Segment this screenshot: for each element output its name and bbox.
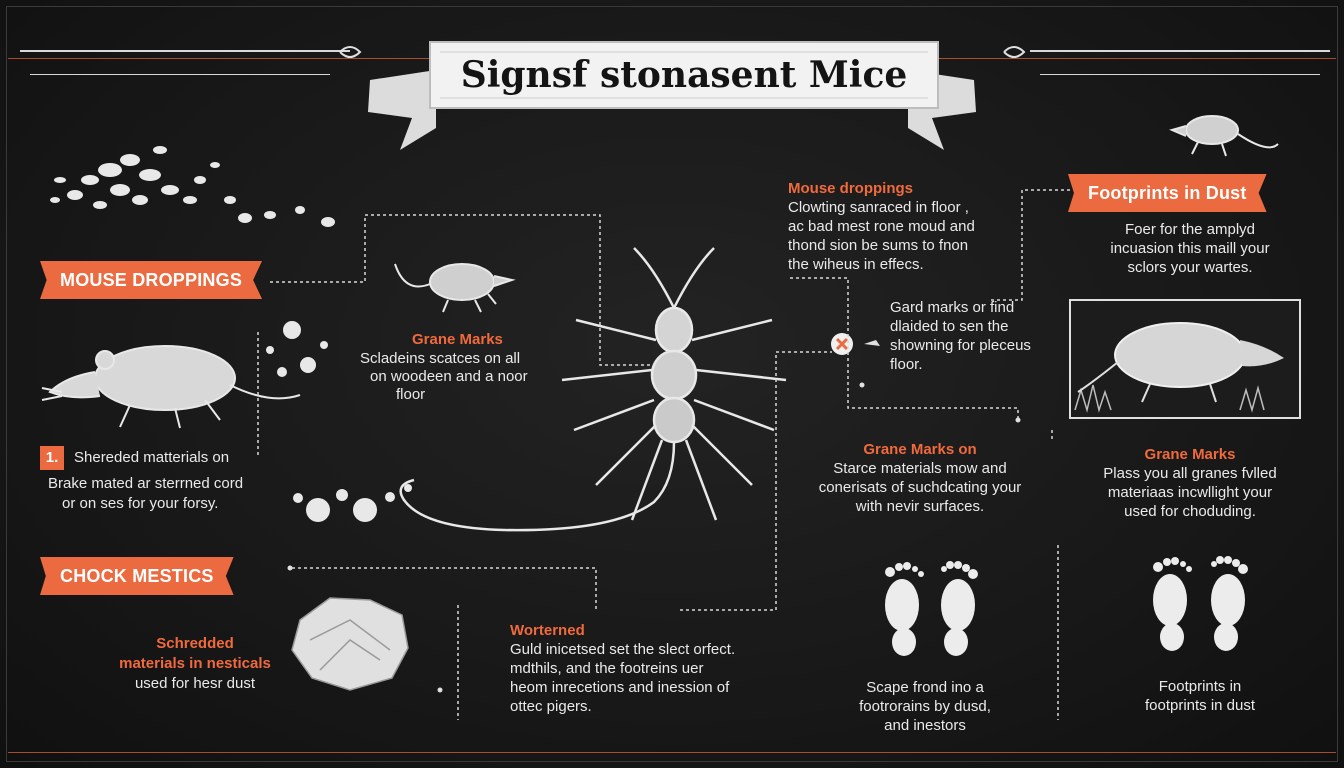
left-bottom-heading1: Schredded (156, 635, 234, 652)
worterned-heading: Worterned (510, 622, 585, 639)
flourish-icon (339, 46, 1026, 58)
footprints-icon (885, 561, 978, 656)
scape-line2: footrorains by dusd, (859, 698, 991, 715)
grane-left-heading: Grane Marks (412, 331, 503, 348)
grane-on-line2: conerisats of suchdcating your (818, 479, 1022, 496)
bottom-orange-rule (8, 752, 1336, 753)
step-badge: 1. (40, 446, 64, 470)
top-right-rule-2 (1040, 74, 1320, 75)
mouse-droppings-right-line4: the wiheus in effecs. (788, 256, 924, 273)
top-right-rule (1030, 50, 1330, 52)
grane-right-line3: used for choduding. (1124, 503, 1256, 520)
title-banner (368, 41, 976, 150)
shredded-line1: Shereded matterials on (74, 449, 230, 466)
grane-left-line1: Scladeins scatces on all (360, 350, 521, 367)
top-left-rule-2 (30, 74, 330, 75)
grane-on-line3: with nevir surfaces. (855, 498, 985, 515)
grane-right-line2: materiaas incwllight your (1107, 484, 1273, 501)
paper-ball-icon (291, 597, 409, 691)
mouse-running-icon-right (1169, 115, 1279, 157)
scape-line1: Scape frond ino a (866, 679, 984, 696)
left-bottom-body: used for hesr dust (134, 675, 256, 692)
rat-icon (41, 345, 301, 429)
gard-line3: showning for pleceus (890, 337, 1031, 354)
mouse-running-icon (394, 263, 516, 313)
x-mark-icon (831, 333, 880, 355)
grane-left-line2: on woodeen and a noor (370, 368, 528, 385)
tag-footprints-in-dust: Footprints in Dust (1068, 174, 1267, 212)
mouse-droppings-right-line3: thond sion be sums to fnon (788, 237, 969, 254)
rat-framed-icon (1069, 299, 1301, 419)
worterned-line3: heom inrecetions and inession of (510, 679, 730, 696)
grane-on-line1: Starce materials mow and (833, 460, 1007, 477)
grane-right-heading: Grane Marks (1144, 446, 1236, 463)
gard-line2: dlaided to sen the (890, 318, 1009, 335)
worterned-line4: ottec pigers. (510, 698, 592, 715)
grane-on-heading: Grane Marks on (863, 441, 977, 458)
tag-chock-mestics: CHOCK MESTICS (40, 557, 234, 595)
shredded-line2: Brake mated ar sterrned cord (48, 475, 244, 492)
mouse-droppings-right-line1: Clowting sanraced in floor , (788, 199, 969, 216)
droppings-small-icon (266, 321, 412, 522)
droppings-cluster-icon (50, 146, 335, 227)
connector-lines (257, 189, 1070, 720)
footprints-bottom-line1: Footprints in (1158, 678, 1242, 695)
footprints-dust-line3: sclors your wartes. (1127, 259, 1253, 276)
footprints-dust-line2: incuasion this maill your (1110, 240, 1270, 257)
footprints-bottom-line2: footprints in dust (1144, 697, 1256, 714)
shredded-line3: or on ses for your forsy. (62, 495, 219, 512)
worterned-line1: Guld inicetsed set the slect orfect. (510, 641, 736, 658)
tag-mouse-droppings: MOUSE DROPPINGS (40, 261, 263, 299)
grane-right-line1: Plass you all granes fvlled (1103, 465, 1277, 482)
top-left-rule (20, 50, 350, 52)
gard-line1: Gard marks or find (890, 299, 1015, 316)
mouse-droppings-right-heading: Mouse droppings (788, 180, 913, 197)
left-bottom-heading2: materials in nesticals (119, 655, 271, 672)
grane-left-line3: floor (396, 386, 426, 403)
footprints-dust-line1: Foer for the amplyd (1124, 221, 1256, 238)
gard-line4: floor. (890, 356, 923, 373)
footprints-icon-right (1153, 556, 1248, 651)
centipede-icon (399, 247, 787, 532)
scape-line3: and inestors (884, 717, 966, 734)
worterned-line2: mdthils, and the footreins uer (510, 660, 704, 677)
mouse-droppings-right-line2: ac bad mest rone moud and (788, 218, 975, 235)
page-title: Signsf stonasent Mice (460, 54, 908, 96)
connector-dots (287, 382, 1021, 693)
